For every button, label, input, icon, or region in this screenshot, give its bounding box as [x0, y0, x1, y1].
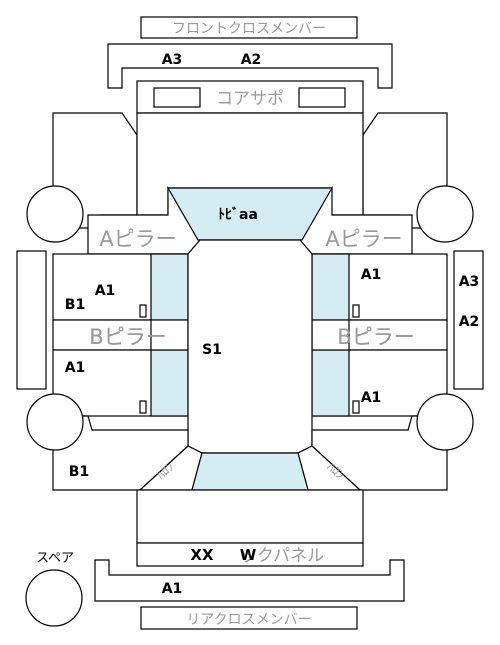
left-rear-rocker [150, 349, 189, 417]
grade-center-s1: S1 [202, 342, 222, 358]
left-side-sill [16, 250, 47, 390]
front-bumper [107, 43, 393, 89]
grade-left-a1-upper: A1 [95, 283, 116, 299]
marker-right-upper [352, 304, 360, 318]
marker-left-lower [139, 400, 147, 414]
grade-front-a3: A3 [162, 52, 183, 68]
front-left-wheel [26, 185, 84, 243]
right-rear-quarter [311, 415, 448, 491]
rear-floor [191, 452, 309, 491]
grade-rear-xx: XX [190, 546, 214, 564]
b-pillar-left-label-top: Bピラー [89, 325, 166, 349]
rear-panel-box [136, 542, 364, 567]
a-pillar-left-label: Aピラー [99, 227, 176, 251]
grade-front-a2: A2 [241, 52, 262, 68]
grade-right-edge-a2: A2 [459, 314, 480, 330]
grade-left-a1-lower: A1 [65, 360, 86, 376]
front-cross-member-box [140, 16, 358, 39]
marker-left-upper [139, 304, 147, 318]
spare-label: スペア [36, 551, 74, 566]
toe-board [166, 187, 334, 241]
left-front-rocker [150, 253, 189, 321]
b-pillar-right-label: Bピラー [337, 325, 414, 349]
rear-cross-member-box [140, 606, 358, 630]
grade-left-b1-bottom: B1 [69, 464, 89, 480]
right-front-rocker [311, 253, 350, 321]
headlight-right [298, 87, 346, 108]
front-right-wheel [416, 185, 474, 243]
b-pillar-right-label-top: Bピラー [337, 325, 414, 349]
grade-right-a1-lower: A1 [361, 390, 382, 406]
toe-board-label: ﾄﾋﾞaa [218, 206, 258, 223]
rear-left-wheel [26, 393, 84, 451]
right-side-sill [453, 250, 484, 390]
marker-right-lower [352, 400, 360, 414]
spare-tire [25, 569, 83, 627]
right-rear-rocker [311, 349, 350, 417]
right-b-pillar-cover [311, 319, 350, 351]
grade-right-edge-a3: A3 [459, 274, 480, 290]
rear-right-wheel [416, 393, 474, 451]
grade-rear-a1: A1 [162, 581, 183, 597]
trunk-area [136, 489, 364, 544]
headlight-left [153, 87, 201, 108]
grade-left-b1-upper: B1 [65, 297, 85, 313]
rear-cross-member-label: リアクロスメンバー [186, 612, 311, 628]
front-cross-member-label: フロントクロスメンバー [172, 21, 326, 37]
grade-rear-w: W [240, 546, 257, 564]
core-support-label: コアサポ [216, 89, 284, 109]
a-pillar-right-label: Aピラー [325, 227, 402, 251]
grade-right-a1-upper: A1 [361, 267, 382, 283]
rear-bumper [94, 559, 405, 602]
left-rear-quarter [52, 415, 189, 491]
rear-panel-label: ックパネル [240, 546, 324, 566]
